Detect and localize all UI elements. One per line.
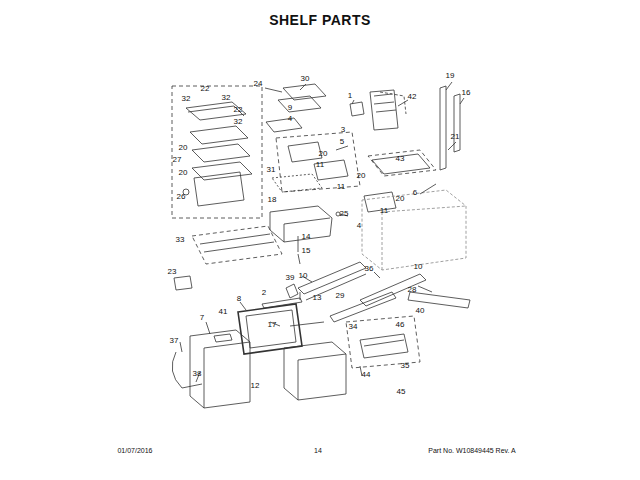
callout-number: 26 (177, 193, 186, 201)
callout-number: 19 (446, 72, 455, 80)
shelf-cover (283, 84, 326, 100)
callout-number: 20 (357, 172, 366, 180)
callout-number: 1 (348, 92, 352, 100)
trim-strip (440, 86, 446, 170)
callout-number: 32 (182, 95, 191, 103)
footer-text: 14 (314, 447, 322, 454)
callout-number: 29 (336, 292, 345, 300)
callout-number: 9 (288, 104, 292, 112)
callout-number: 25 (340, 210, 349, 218)
callout-number: 5 (340, 138, 344, 146)
control-housing (370, 90, 398, 130)
callout-number: 22 (234, 106, 243, 114)
callout-number: 36 (365, 265, 374, 273)
callout-number: 28 (408, 286, 417, 294)
callout-number: 20 (179, 169, 188, 177)
callout-number: 11 (380, 207, 388, 215)
callout-number: 4 (288, 115, 292, 123)
callout-number: 20 (319, 150, 328, 158)
callout-number: 42 (408, 93, 417, 101)
footer-text: Part No. W10849445 Rev. A (428, 447, 515, 454)
callout-number: 11 (337, 183, 345, 191)
page-title: SHELF PARTS (269, 12, 371, 28)
callout-number: 38 (193, 370, 202, 378)
callout-number: 44 (362, 371, 371, 379)
drawer-frame (238, 304, 302, 354)
callout-number: 15 (302, 247, 311, 255)
callout-number: 22 (201, 85, 210, 93)
callout-number: 32 (222, 94, 231, 102)
callout-number: 27 (173, 156, 182, 164)
callout-number: 10 (299, 272, 308, 280)
drawer-cover (284, 342, 346, 400)
drawer-front (190, 330, 250, 408)
callout-number: 13 (313, 294, 322, 302)
callout-number: 20 (396, 195, 405, 203)
callout-number: 23 (168, 268, 177, 276)
shelf-glass (190, 126, 248, 144)
drawer-bin (270, 206, 332, 242)
callout-number: 37 (170, 337, 179, 345)
callout-number: 21 (451, 133, 460, 141)
callout-number: 18 (268, 196, 277, 204)
footer-text: 01/07/2016 (117, 447, 152, 454)
callout-number: 20 (179, 144, 188, 152)
callout-number: 33 (176, 236, 185, 244)
callout-number: 32 (234, 118, 243, 126)
callout-number: 30 (301, 75, 310, 83)
callout-number: 34 (349, 323, 358, 331)
callout-number: 14 (302, 233, 311, 241)
callout-number: 4 (357, 222, 361, 230)
callout-number: 24 (254, 80, 263, 88)
callout-number: 11 (316, 161, 324, 169)
callout-number: 45 (397, 388, 406, 396)
callout-number: 10 (414, 263, 423, 271)
callout-number: 12 (251, 382, 260, 390)
callout-number: 8 (237, 295, 241, 303)
callout-number: 46 (396, 321, 405, 329)
callout-number: 7 (200, 314, 204, 322)
callout-number: 35 (401, 362, 410, 370)
callout-number: 41 (219, 308, 228, 316)
callout-number: 43 (396, 155, 405, 163)
callout-number: 17 (268, 321, 277, 329)
callout-number: 16 (462, 89, 471, 97)
callout-number: 3 (341, 126, 345, 134)
group-outline (172, 86, 262, 218)
callout-number: 31 (267, 166, 276, 174)
callout-number: 6 (413, 189, 417, 197)
callout-number: 39 (286, 274, 295, 282)
callout-number: 40 (416, 307, 425, 315)
callout-number: 2 (262, 289, 266, 297)
